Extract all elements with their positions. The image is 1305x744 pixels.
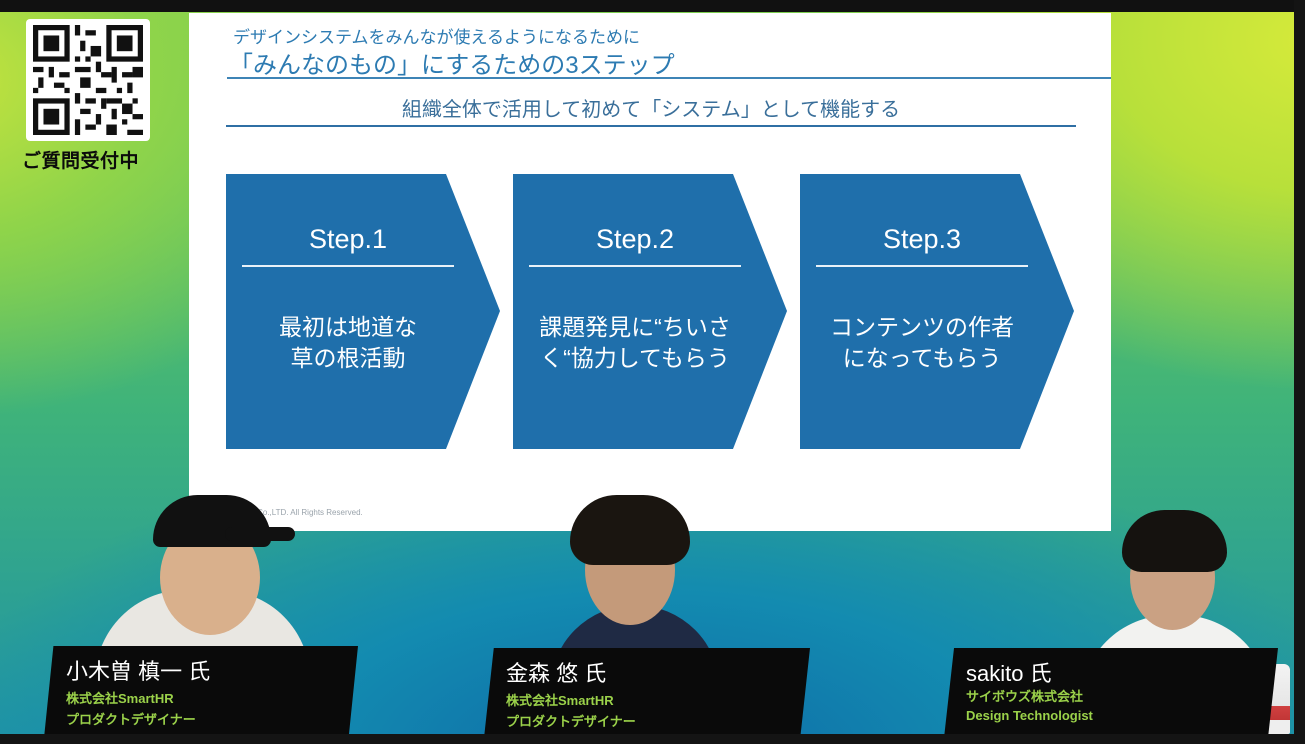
step-divider bbox=[242, 265, 454, 267]
bottom-bar bbox=[0, 734, 1305, 744]
step-label: Step.3 bbox=[800, 224, 1044, 255]
speaker-company: サイボウズ株式会社 bbox=[966, 686, 1083, 705]
step-body-line: 最初は地道な bbox=[240, 312, 456, 343]
step-body-line: コンテンツの作者 bbox=[814, 312, 1030, 343]
step-divider bbox=[529, 265, 741, 267]
step-body-line: く“協力してもらう bbox=[527, 343, 743, 374]
speaker-name: sakito 氏 bbox=[966, 656, 1052, 688]
tagline-divider bbox=[226, 125, 1076, 127]
step-body: 課題発見に“ちいさ く“協力してもらう bbox=[513, 312, 757, 374]
speaker-role: プロダクトデザイナー bbox=[66, 709, 196, 728]
step-divider bbox=[816, 265, 1028, 267]
presentation-slide: デザインシステムをみんなが使えるようになるために 「みんなのもの」にするための3… bbox=[189, 13, 1111, 531]
speaker-role: Design Technologist bbox=[966, 708, 1093, 723]
title-divider bbox=[227, 77, 1111, 79]
speaker-name: 小木曽 槙一 氏 bbox=[66, 654, 210, 686]
speaker-nameplate-3: sakito 氏 サイボウズ株式会社 Design Technologist bbox=[944, 648, 1278, 738]
step-card-3: Step.3 コンテンツの作者 になってもらう bbox=[800, 174, 1088, 449]
speaker-company: 株式会社SmartHR bbox=[66, 688, 174, 707]
slide-tagline: 組織全体で活用して初めて「システム」として機能する bbox=[227, 93, 1075, 122]
step-body-line: 課題発見に“ちいさ bbox=[527, 312, 743, 343]
slide-title: 「みんなのもの」にするための3ステップ bbox=[229, 45, 675, 80]
step-body-line: 草の根活動 bbox=[240, 343, 456, 374]
top-bar bbox=[0, 0, 1305, 12]
speaker-company: 株式会社SmartHR bbox=[506, 690, 614, 709]
speaker-name: 金森 悠 氏 bbox=[506, 656, 606, 688]
speaker-nameplate-2: 金森 悠 氏 株式会社SmartHR プロダクトデザイナー bbox=[484, 648, 810, 738]
frame-edge bbox=[1294, 0, 1305, 744]
qr-caption: ご質問受付中 bbox=[22, 146, 162, 173]
step-body: コンテンツの作者 になってもらう bbox=[800, 312, 1044, 374]
qr-code bbox=[26, 19, 150, 141]
speaker-nameplate-1: 小木曽 槙一 氏 株式会社SmartHR プロダクトデザイナー bbox=[44, 646, 358, 738]
step-card-2: Step.2 課題発見に“ちいさ く“協力してもらう bbox=[513, 174, 801, 449]
speaker-role: プロダクトデザイナー bbox=[506, 711, 636, 730]
step-label: Step.1 bbox=[226, 224, 470, 255]
step-label: Step.2 bbox=[513, 224, 757, 255]
step-body: 最初は地道な 草の根活動 bbox=[226, 312, 470, 374]
qr-code-icon bbox=[32, 25, 144, 135]
step-card-1: Step.1 最初は地道な 草の根活動 bbox=[226, 174, 514, 449]
step-body-line: になってもらう bbox=[814, 343, 1030, 374]
